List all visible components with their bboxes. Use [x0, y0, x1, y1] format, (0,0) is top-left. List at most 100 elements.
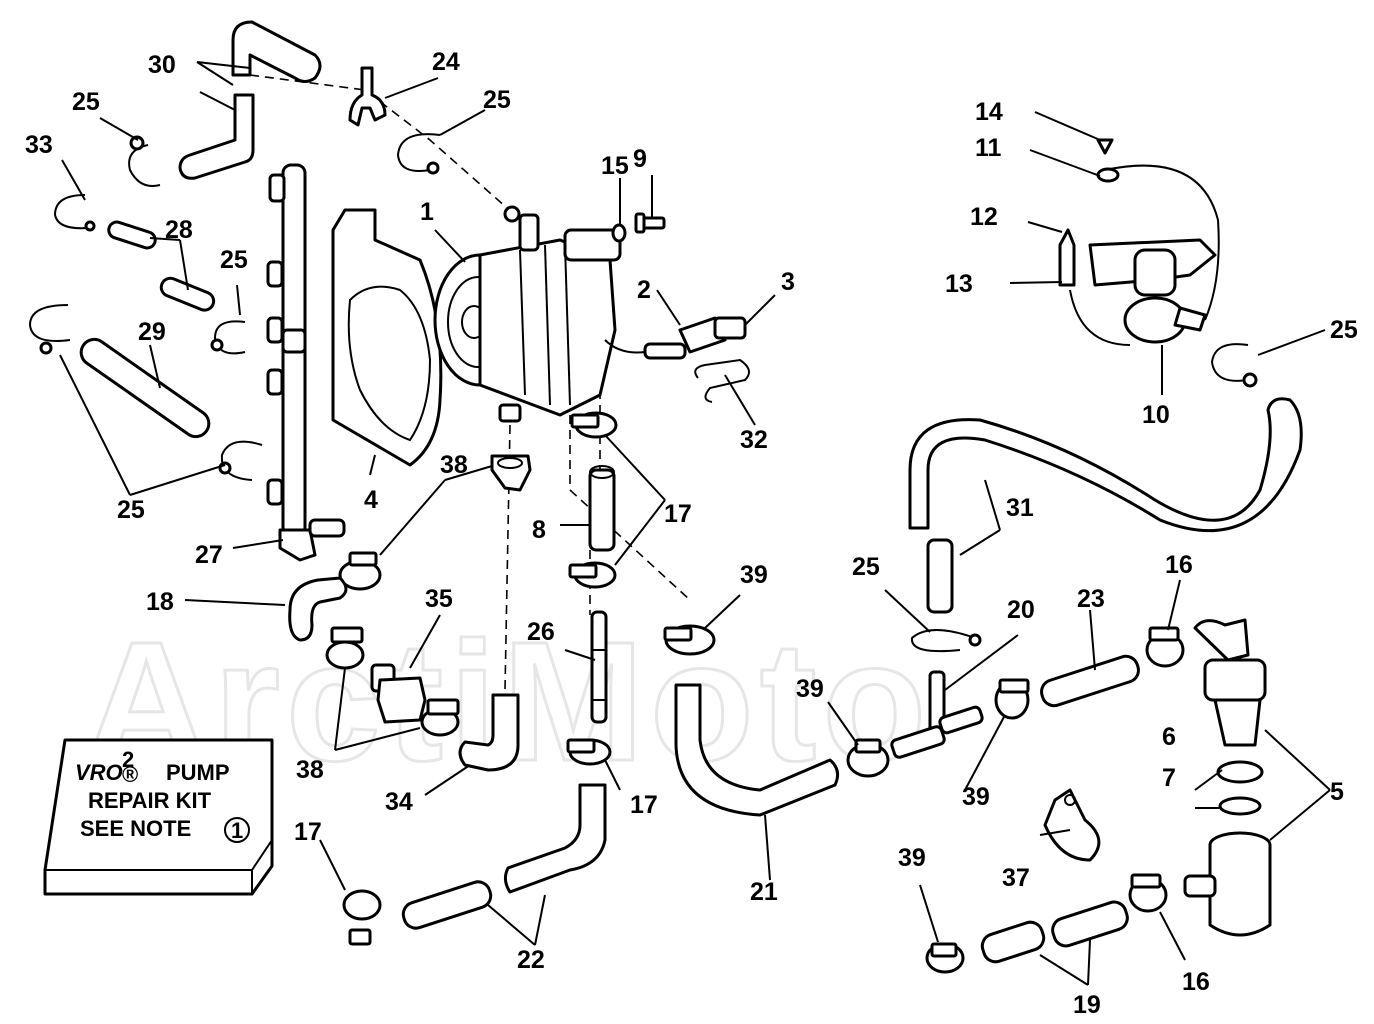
- clip-32: [694, 358, 750, 403]
- clamp-25-left: [128, 135, 161, 187]
- callout-25-right: 25: [1330, 316, 1358, 344]
- kit-line1-suffix: PUMP: [166, 760, 230, 785]
- kit-line1-prefix: VRO: [75, 760, 123, 785]
- hose-21: [674, 683, 840, 817]
- hose-34: [458, 693, 520, 772]
- callout-13: 13: [945, 270, 973, 298]
- callout-16-top: 16: [1165, 551, 1193, 579]
- clamp-39-b: [846, 738, 890, 778]
- tee-fitting-20: [890, 670, 984, 759]
- callout-18: 18: [146, 588, 174, 616]
- callout-17-mid: 17: [630, 791, 658, 819]
- connector-26: [590, 610, 608, 724]
- callout-12: 12: [970, 203, 998, 231]
- electric-pump-10: [1058, 164, 1220, 346]
- callout-34: 34: [385, 788, 413, 816]
- callout-38-bottom: 38: [296, 756, 324, 784]
- callout-17-top: 17: [664, 500, 692, 528]
- callout-22: 22: [517, 946, 545, 974]
- clamp-16-top: [1145, 626, 1185, 668]
- clamp-25-right: [1210, 343, 1258, 388]
- washer-15: [611, 223, 627, 243]
- callout-31: 31: [1006, 494, 1034, 522]
- callout-7: 7: [1162, 764, 1176, 792]
- tube-28: [107, 220, 216, 312]
- manifold-27: [266, 163, 346, 562]
- callout-39-right: 39: [962, 783, 990, 811]
- hose-30: [178, 20, 322, 180]
- fuel-pump-1: [433, 205, 622, 423]
- callout-25-centre: 25: [852, 553, 880, 581]
- callout-27: 27: [195, 541, 223, 569]
- callout-25-top: 25: [483, 86, 511, 114]
- clamp-25-centre: [910, 629, 982, 653]
- tube-29: [79, 337, 211, 439]
- callout-3: 3: [781, 268, 795, 296]
- leader-lines: [59, 61, 1331, 986]
- clamp-39-d: [925, 942, 965, 974]
- callout-35: 35: [425, 585, 453, 613]
- fitting-24: [348, 66, 387, 127]
- callout-19: 19: [1073, 991, 1101, 1019]
- hose-31: [908, 397, 1303, 614]
- gasket-plate-4: [331, 208, 443, 467]
- callout-20: 20: [1007, 596, 1035, 624]
- hose-18: [288, 576, 348, 642]
- clamp-17-low: [566, 738, 612, 766]
- hose-22: [401, 783, 607, 930]
- clamp-33: [53, 194, 96, 232]
- callout-4: 4: [364, 486, 378, 514]
- repair-kit-box: VRO 2 ® PUMP REPAIR KIT SEE NOTE 1: [43, 738, 274, 896]
- callout-8: 8: [532, 516, 546, 544]
- clamp-17-mid: [568, 561, 617, 589]
- hose-8: [588, 465, 616, 552]
- clip-37: [1043, 788, 1101, 862]
- callout-29: 29: [138, 318, 166, 346]
- callout-33: 33: [25, 131, 53, 159]
- clamp-17-bottom: [342, 889, 382, 946]
- clamp-39-a: [663, 624, 716, 656]
- callout-37: 37: [1002, 864, 1030, 892]
- clamp-25-mid: [210, 320, 246, 355]
- callout-32: 32: [740, 426, 768, 454]
- callout-39-top: 39: [740, 561, 768, 589]
- callout-9: 9: [633, 145, 647, 173]
- kit-line3: SEE NOTE: [80, 816, 191, 841]
- kit-line2: REPAIR KIT: [88, 788, 212, 813]
- callout-26: 26: [527, 618, 555, 646]
- callout-15: 15: [601, 152, 629, 180]
- callout-11: 11: [975, 134, 1002, 162]
- callout-21: 21: [750, 878, 778, 906]
- kit-line1-reg: ®: [122, 762, 138, 787]
- hose-19: [980, 900, 1129, 964]
- callout-1: 1: [420, 198, 434, 226]
- callout-14: 14: [975, 98, 1003, 126]
- callout-5: 5: [1330, 778, 1344, 806]
- clamp-38-top: [490, 454, 532, 492]
- callout-30: 30: [148, 51, 176, 79]
- clamp-38-mid2: [420, 698, 460, 737]
- callout-38-top: 38: [440, 451, 468, 479]
- screw-14: [1096, 138, 1114, 155]
- clamp-17-top: [570, 411, 618, 439]
- valve-35: [370, 663, 427, 724]
- callout-39-bottom: 39: [898, 844, 926, 872]
- kit-line1-sup: 2: [122, 747, 134, 772]
- filter-5: [1183, 618, 1272, 937]
- clamp-39-c: [994, 678, 1030, 720]
- callout-numbers: 30 24 25 25 33 28 25 29 25 1 15 9 2 3 32…: [25, 48, 1358, 1019]
- callout-25-lowerleft: 25: [117, 496, 145, 524]
- clamp-38-left: [338, 551, 382, 591]
- kit-note-number: 1: [231, 818, 243, 843]
- callout-6: 6: [1162, 723, 1176, 751]
- clamp-25-lowerleft: [218, 440, 263, 481]
- callout-24: 24: [432, 48, 460, 76]
- callout-16-bottom: 16: [1182, 968, 1210, 996]
- clamp-38-mid1: [325, 626, 365, 670]
- sensor-2-3: [604, 316, 747, 360]
- callout-23: 23: [1077, 585, 1105, 613]
- callout-39-mid: 39: [796, 675, 824, 703]
- clamp-25-top: [396, 133, 441, 175]
- callout-2: 2: [637, 276, 651, 304]
